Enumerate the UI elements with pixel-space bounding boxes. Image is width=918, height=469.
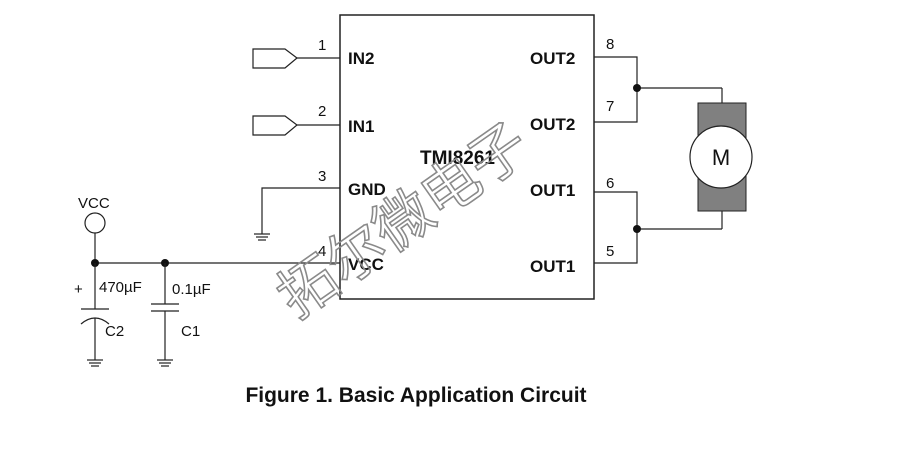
pin-label-out2-b: OUT2 xyxy=(530,115,575,134)
wire-out1 xyxy=(594,191,638,264)
junction-out2 xyxy=(633,84,641,92)
figure-caption: Figure 1. Basic Application Circuit xyxy=(245,384,587,407)
c2-polarity: + xyxy=(74,281,83,298)
supply-terminal xyxy=(84,212,106,234)
pin-label-in1: IN1 xyxy=(348,117,374,136)
ic-body xyxy=(339,14,595,300)
wire-out2 xyxy=(594,56,638,123)
pin-label-vcc: VCC xyxy=(348,255,384,274)
ground-symbol-c2 xyxy=(87,359,103,367)
pin-number-8: 8 xyxy=(606,36,614,53)
motor-symbol xyxy=(689,125,753,189)
supply-label: VCC xyxy=(78,195,110,212)
motor-label: M xyxy=(712,145,730,170)
ground-symbol-c1 xyxy=(157,359,173,367)
pin-label-gnd: GND xyxy=(348,180,386,199)
chip-name: TMI8261 xyxy=(420,148,495,169)
pin-number-4: 4 xyxy=(318,243,326,260)
ground-symbol-pin3 xyxy=(254,233,270,241)
pin-number-3: 3 xyxy=(318,168,326,185)
c1-ref: C1 xyxy=(181,323,200,340)
pin-label-out2-a: OUT2 xyxy=(530,49,575,68)
pin-label-in2: IN2 xyxy=(348,49,374,68)
c2-value: 470µF xyxy=(99,279,142,296)
c2-ref: C2 xyxy=(105,323,124,340)
junction-out1 xyxy=(633,225,641,233)
input-port-in2 xyxy=(252,48,298,69)
pin-number-7: 7 xyxy=(606,98,614,115)
wire-pin3 xyxy=(261,187,340,234)
input-port-in1 xyxy=(252,115,298,136)
pin-label-out1-b: OUT1 xyxy=(530,257,575,276)
pin-number-6: 6 xyxy=(606,175,614,192)
pin-number-5: 5 xyxy=(606,243,614,260)
pin-number-1: 1 xyxy=(318,37,326,54)
pin-number-2: 2 xyxy=(318,103,326,120)
c1-value: 0.1µF xyxy=(172,281,211,298)
pin-label-out1-a: OUT1 xyxy=(530,181,575,200)
